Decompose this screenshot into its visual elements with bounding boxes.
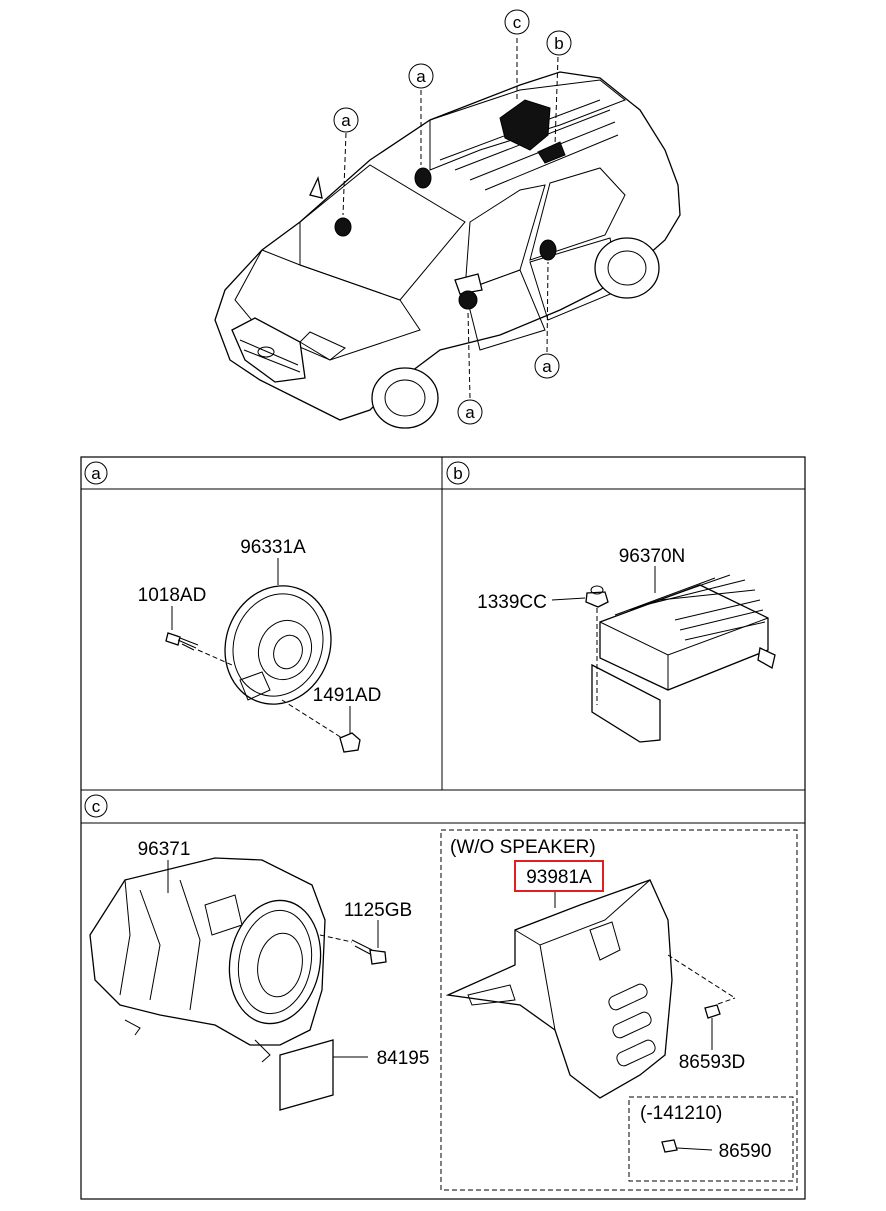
part-label-96371: 96371 <box>138 839 191 860</box>
svg-text:b: b <box>554 34 563 53</box>
svg-text:a: a <box>91 464 101 483</box>
subwoofer-drawing <box>89 857 326 1063</box>
speaker-front-door-marker <box>458 290 478 310</box>
part-label-96331a: 96331A <box>240 537 306 558</box>
subwoofer-marker <box>499 99 551 151</box>
highlight-box-93981a <box>514 860 604 892</box>
wo-speaker-box: (W/O SPEAKER) 93981A <box>440 829 798 1191</box>
amplifier-marker <box>537 141 566 164</box>
clip-1491ad-drawing <box>339 732 361 753</box>
sub-box-141210: (-141210) 86590 <box>628 1096 794 1182</box>
sub-box-title: (-141210) <box>640 1103 722 1124</box>
callout-a-rear-door: a <box>534 353 560 379</box>
svg-text:b: b <box>453 464 462 483</box>
callout-a-windshield: a <box>333 107 359 133</box>
section-b: b 96370N 1339 <box>446 461 776 944</box>
callout-c-top: c <box>504 9 530 35</box>
callout-a-front-door: a <box>457 399 483 425</box>
clip-86590-drawing <box>661 1139 678 1153</box>
svg-text:a: a <box>341 111 351 130</box>
car-overview: c b a a a a <box>214 9 681 429</box>
part-label-1339cc: 1339CC <box>477 592 547 613</box>
section-b-header: b <box>446 461 470 485</box>
section-c-header: c <box>84 794 108 818</box>
cover-93981a-drawing <box>445 879 673 1099</box>
section-a: a 96331A 1018AD 1491AD <box>84 461 382 753</box>
bolt-1125gb-drawing <box>351 939 387 965</box>
part-label-93981a: 93981A <box>526 867 592 888</box>
clip-86593d-drawing <box>704 1004 721 1028</box>
svg-text:a: a <box>416 67 426 86</box>
nut-1339cc-drawing <box>585 585 609 608</box>
section-c: c 96371 1125GB 84195 <box>84 794 798 1191</box>
part-label-96370n: 96370N <box>619 546 686 567</box>
svg-text:c: c <box>513 13 522 32</box>
screw-1018ad-drawing <box>165 632 199 651</box>
section-a-header: a <box>84 461 108 485</box>
part-label-1491ad: 1491AD <box>313 685 382 706</box>
speaker-rear-door-marker <box>539 239 557 261</box>
amplifier-drawing <box>591 574 776 944</box>
speaker-drawing <box>224 585 332 705</box>
part-label-86593d: 86593D <box>679 1052 746 1073</box>
svg-text:a: a <box>542 357 552 376</box>
svg-text:a: a <box>465 403 475 422</box>
pad-84195-drawing <box>279 1039 334 1111</box>
part-label-1125gb: 1125GB <box>344 900 412 921</box>
callout-a-roof: a <box>408 63 434 89</box>
svg-text:c: c <box>92 797 101 816</box>
parts-grid <box>80 456 806 1200</box>
callout-b-top: b <box>546 30 572 56</box>
part-label-86590: 86590 <box>719 1141 772 1162</box>
speaker-dash-marker <box>334 217 352 237</box>
part-label-84195: 84195 <box>377 1048 430 1069</box>
part-label-1018ad: 1018AD <box>138 585 207 606</box>
speaker-roof-marker <box>414 167 432 189</box>
wo-speaker-title: (W/O SPEAKER) <box>450 837 596 858</box>
